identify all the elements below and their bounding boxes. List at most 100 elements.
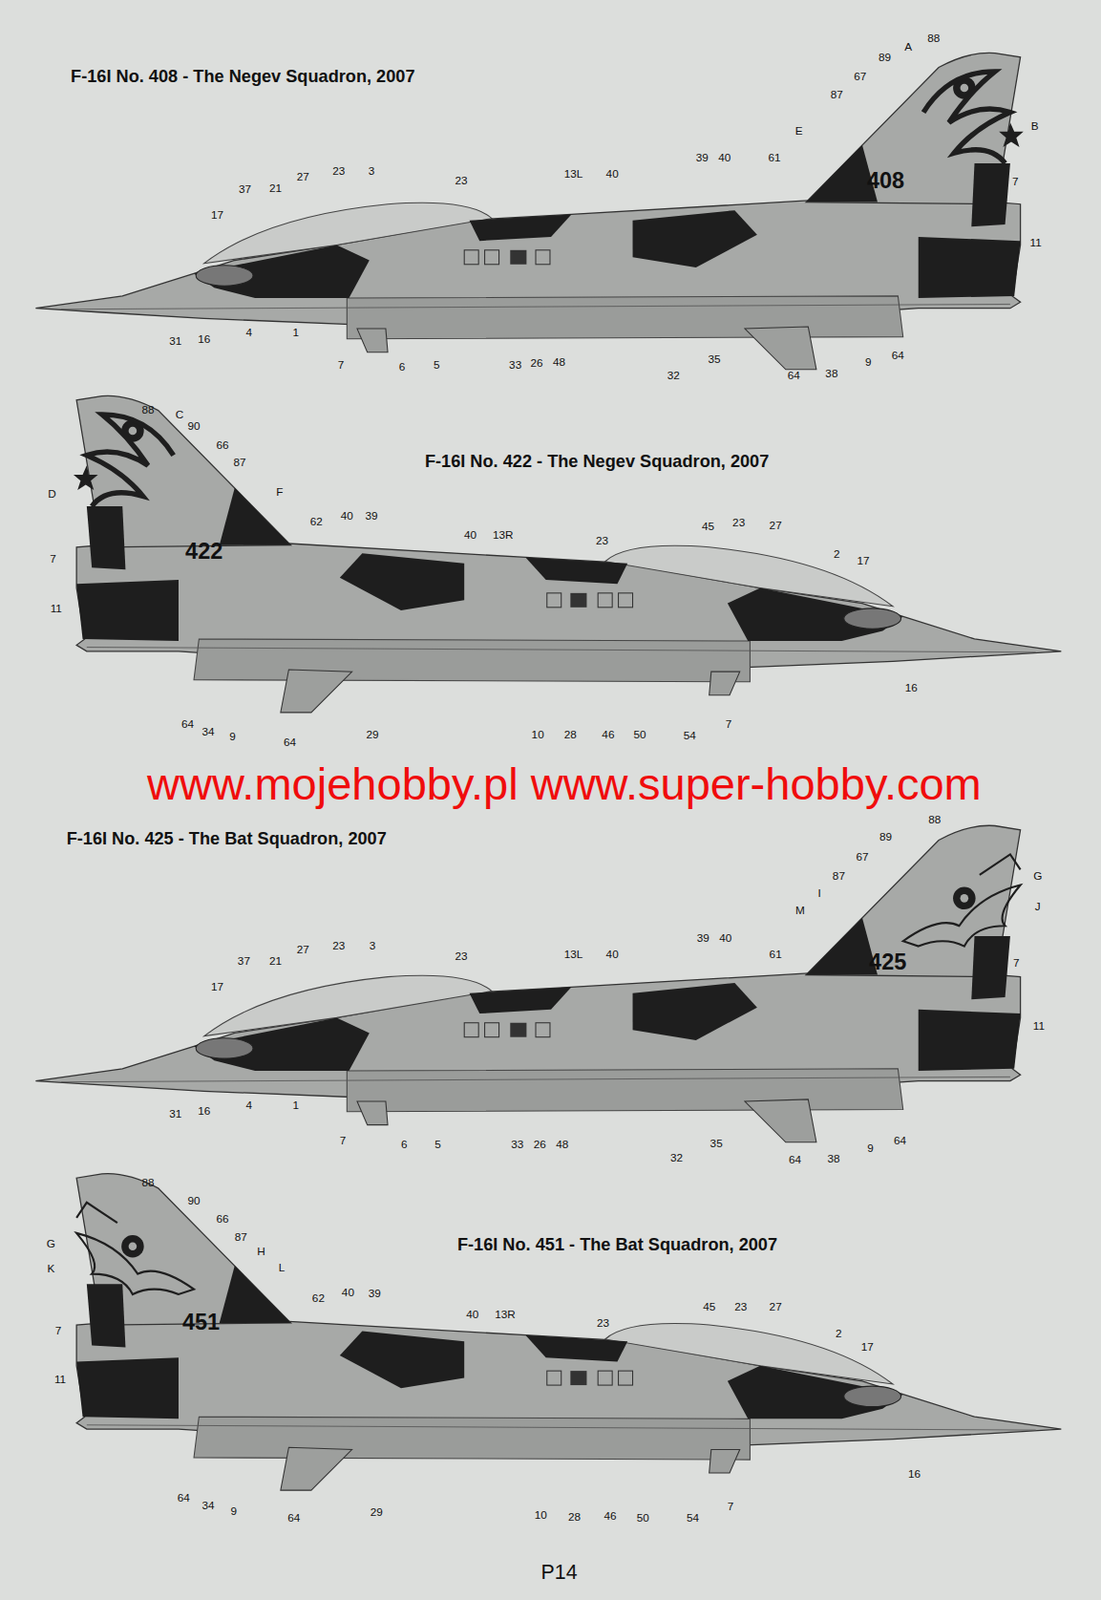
callout-number: 11 (54, 1374, 66, 1386)
callout-number: 48 (552, 356, 566, 368)
tail-number: 422 (185, 539, 223, 563)
tail-number: 408 (867, 169, 905, 192)
callout-number: 40 (340, 510, 354, 523)
callout-number: 13L (564, 169, 584, 181)
callout-number: 21 (269, 955, 282, 968)
callout-number: 37 (238, 184, 252, 196)
watermark: www.mojehobby.pl www.super-hobby.com (147, 761, 982, 806)
callout-number: 23 (332, 166, 345, 178)
callout-number: 9 (229, 731, 236, 743)
callout-number: 89 (878, 51, 891, 64)
callout-number: 64 (283, 736, 297, 748)
callout-number: 17 (856, 555, 869, 568)
profile-title: F-16I No. 425 - The Bat Squadron, 2007 (66, 829, 387, 847)
callout-number: 61 (769, 948, 783, 960)
callout-number: 23 (732, 516, 745, 529)
callout-number: 40 (606, 169, 619, 181)
callout-number: 28 (568, 1510, 581, 1523)
callout-number: 16 (908, 1467, 921, 1480)
callout-number: 27 (296, 170, 310, 183)
callout-number: K (47, 1262, 56, 1274)
callout-number: 23 (454, 950, 467, 962)
callout-number: 39 (696, 152, 709, 165)
callout-number: 6 (399, 361, 406, 374)
callout-number: 7 (727, 1500, 735, 1512)
callout-number: 50 (633, 729, 646, 742)
callout-number: 40 (465, 1308, 479, 1320)
page-number: P14 (541, 1561, 578, 1582)
callout-number: 2 (833, 548, 841, 560)
callout-number: J (1035, 900, 1041, 912)
callout-number: 10 (534, 1508, 548, 1521)
callout-number: 40 (606, 948, 619, 960)
callout-number: 7 (725, 719, 733, 731)
callout-number: 64 (891, 349, 905, 361)
callout-number: 88 (141, 404, 154, 417)
callout-number: 89 (879, 830, 892, 843)
callout-number: 16 (197, 333, 211, 345)
callout-number: 27 (769, 519, 783, 531)
callout-number: 16 (905, 681, 918, 694)
callout-number: 64 (787, 369, 801, 382)
callout-number: 37 (237, 955, 251, 968)
callout-number: E (795, 125, 804, 137)
callout-number: A (904, 41, 912, 53)
callout-number: 3 (368, 166, 376, 178)
callout-number: 48 (555, 1138, 569, 1150)
callout-number: 29 (370, 1506, 383, 1519)
callout-number: 27 (769, 1300, 783, 1313)
callout-number: 33 (508, 359, 522, 372)
callout-number: I (817, 887, 821, 899)
profile-title: F-16I No. 422 - The Negev Squadron, 2007 (424, 452, 769, 470)
profile-title: F-16I No. 451 - The Bat Squadron, 2007 (457, 1235, 778, 1253)
callout-number: 7 (49, 553, 57, 566)
callout-number: 34 (201, 1499, 214, 1511)
callout-number: B (1031, 121, 1039, 133)
callout-number: 7 (1013, 957, 1020, 970)
callout-number: 7 (55, 1325, 63, 1337)
callout-number: 29 (365, 729, 379, 742)
callout-number: 1 (293, 326, 300, 339)
callout-number: 45 (702, 1300, 716, 1313)
callout-number: 61 (768, 152, 782, 165)
callout-number: 13L (564, 948, 584, 960)
callout-number: 50 (636, 1511, 650, 1524)
callout-number: 17 (211, 210, 224, 222)
callout-number: 38 (827, 1152, 841, 1165)
callout-number: 21 (269, 183, 282, 195)
callout-number: 66 (215, 439, 229, 451)
callout-number: 46 (603, 1509, 616, 1522)
callout-number: 32 (667, 369, 680, 382)
callout-number: 28 (564, 729, 577, 742)
callout-number: 31 (169, 335, 182, 347)
callout-number: 40 (718, 152, 731, 165)
callout-number: 2 (835, 1328, 843, 1340)
callout-number: 90 (187, 1195, 200, 1207)
callout-number: 7 (339, 1135, 347, 1147)
callout-number: 26 (530, 358, 544, 370)
callout-number: 64 (287, 1511, 300, 1524)
callout-number: G (1033, 869, 1042, 882)
callout-number: 11 (1033, 1019, 1045, 1032)
callout-number: H (256, 1245, 265, 1257)
profile-title: F-16I No. 408 - The Negev Squadron, 2007 (70, 67, 415, 85)
callout-number: 26 (533, 1138, 547, 1150)
callout-number: D (47, 487, 56, 500)
callout-number: 34 (201, 725, 214, 738)
callout-number: 62 (312, 1291, 325, 1304)
callout-number: 23 (454, 174, 467, 187)
callout-number: 11 (1030, 236, 1042, 249)
callout-number: 45 (701, 521, 715, 533)
callout-number: 35 (707, 353, 720, 365)
tail-number: 425 (868, 951, 907, 974)
callout-number: 13R (492, 529, 514, 541)
callout-number: 3 (369, 940, 377, 953)
callout-number: 87 (233, 456, 247, 468)
callout-number: 23 (734, 1300, 747, 1313)
callout-number: F (275, 486, 283, 498)
callout-number: 87 (832, 869, 846, 882)
callout-number: 17 (861, 1341, 874, 1354)
callout-number: 23 (595, 534, 609, 547)
callout-number: 88 (928, 813, 941, 826)
callout-number: 4 (245, 1099, 253, 1111)
